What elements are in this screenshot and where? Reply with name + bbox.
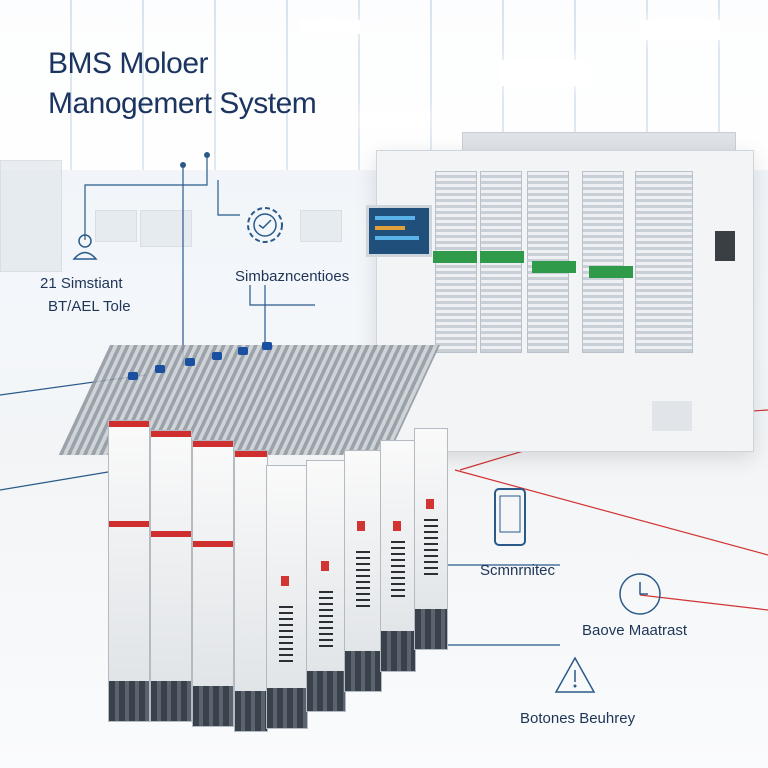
red-tag: [321, 561, 329, 571]
control-panel: [715, 231, 735, 261]
red-band: [109, 421, 149, 427]
module-base: [415, 609, 447, 649]
clock-icon: [618, 572, 662, 621]
background-rack: [300, 210, 342, 242]
label-lines: [356, 551, 370, 611]
status-indicator: [433, 251, 477, 263]
monitor-screen: [366, 205, 432, 257]
terminal-connector: [128, 372, 138, 380]
label-lines: [424, 519, 438, 579]
battery-module: [266, 465, 308, 729]
terminal-connector: [185, 358, 195, 366]
red-band: [151, 431, 191, 437]
module-base: [381, 631, 415, 671]
red-band: [193, 541, 233, 547]
battery-module: [306, 460, 346, 712]
screen-bar: [375, 216, 415, 220]
red-tag: [393, 521, 401, 531]
red-band: [109, 521, 149, 527]
red-band: [193, 441, 233, 447]
module-base: [267, 688, 307, 728]
cabinet-door: [582, 171, 624, 353]
ceiling-light: [500, 60, 590, 86]
terminal-connector: [155, 365, 165, 373]
cabinet-label-plate: [652, 401, 692, 431]
status-indicator: [480, 251, 524, 263]
warning-triangle-icon: [553, 655, 597, 700]
terminal-connector: [262, 342, 272, 350]
label-lines: [319, 591, 333, 651]
module-base: [235, 691, 267, 731]
battery-module: [344, 450, 382, 692]
person-icon: [70, 232, 100, 267]
screen-bar: [375, 226, 405, 230]
page-title: BMS Moloer Manogemert System: [48, 44, 317, 124]
red-tag: [426, 499, 434, 509]
status-indicator: [589, 266, 633, 278]
ceiling-light: [300, 20, 360, 34]
module-base: [307, 671, 345, 711]
background-rack: [95, 210, 137, 242]
terminal-connector: [212, 352, 222, 360]
battery-module: [192, 440, 234, 727]
battery-module: [414, 428, 448, 650]
battery-module: [150, 430, 192, 722]
title-line-1: BMS Moloer: [48, 47, 209, 80]
left-label-2: BT/AEL Tole: [48, 298, 131, 315]
server-cabinet: [376, 150, 754, 452]
right-label-2: Baove Maatrast: [582, 622, 688, 639]
gear-icon: [240, 200, 290, 255]
screen-bar: [375, 236, 419, 240]
battery-module: [380, 440, 416, 672]
ceiling: [0, 0, 768, 170]
right-label-1: Scmnrnitec: [480, 562, 556, 579]
background-rack: [0, 160, 62, 272]
right-label-3: Botones Beuhrey: [520, 710, 636, 727]
center-label: Simbazncentioes: [235, 268, 350, 285]
module-base: [193, 686, 233, 726]
left-label-1: 21 Simstiant: [40, 275, 123, 292]
cabinet-door: [635, 171, 693, 353]
battery-module: [234, 450, 268, 732]
status-indicator: [532, 261, 576, 273]
module-base: [345, 651, 381, 691]
red-tag: [281, 576, 289, 586]
module-base: [151, 681, 191, 721]
red-band: [151, 531, 191, 537]
battery-module: [108, 420, 150, 722]
ceiling-light: [640, 20, 720, 40]
label-lines: [279, 606, 293, 666]
title-line-2: Manogemert System: [48, 87, 317, 120]
tablet-icon: [493, 487, 527, 552]
red-band: [235, 451, 267, 457]
ceiling-light: [360, 110, 430, 128]
red-tag: [357, 521, 365, 531]
label-lines: [391, 541, 405, 601]
terminal-connector: [238, 347, 248, 355]
module-base: [109, 681, 149, 721]
